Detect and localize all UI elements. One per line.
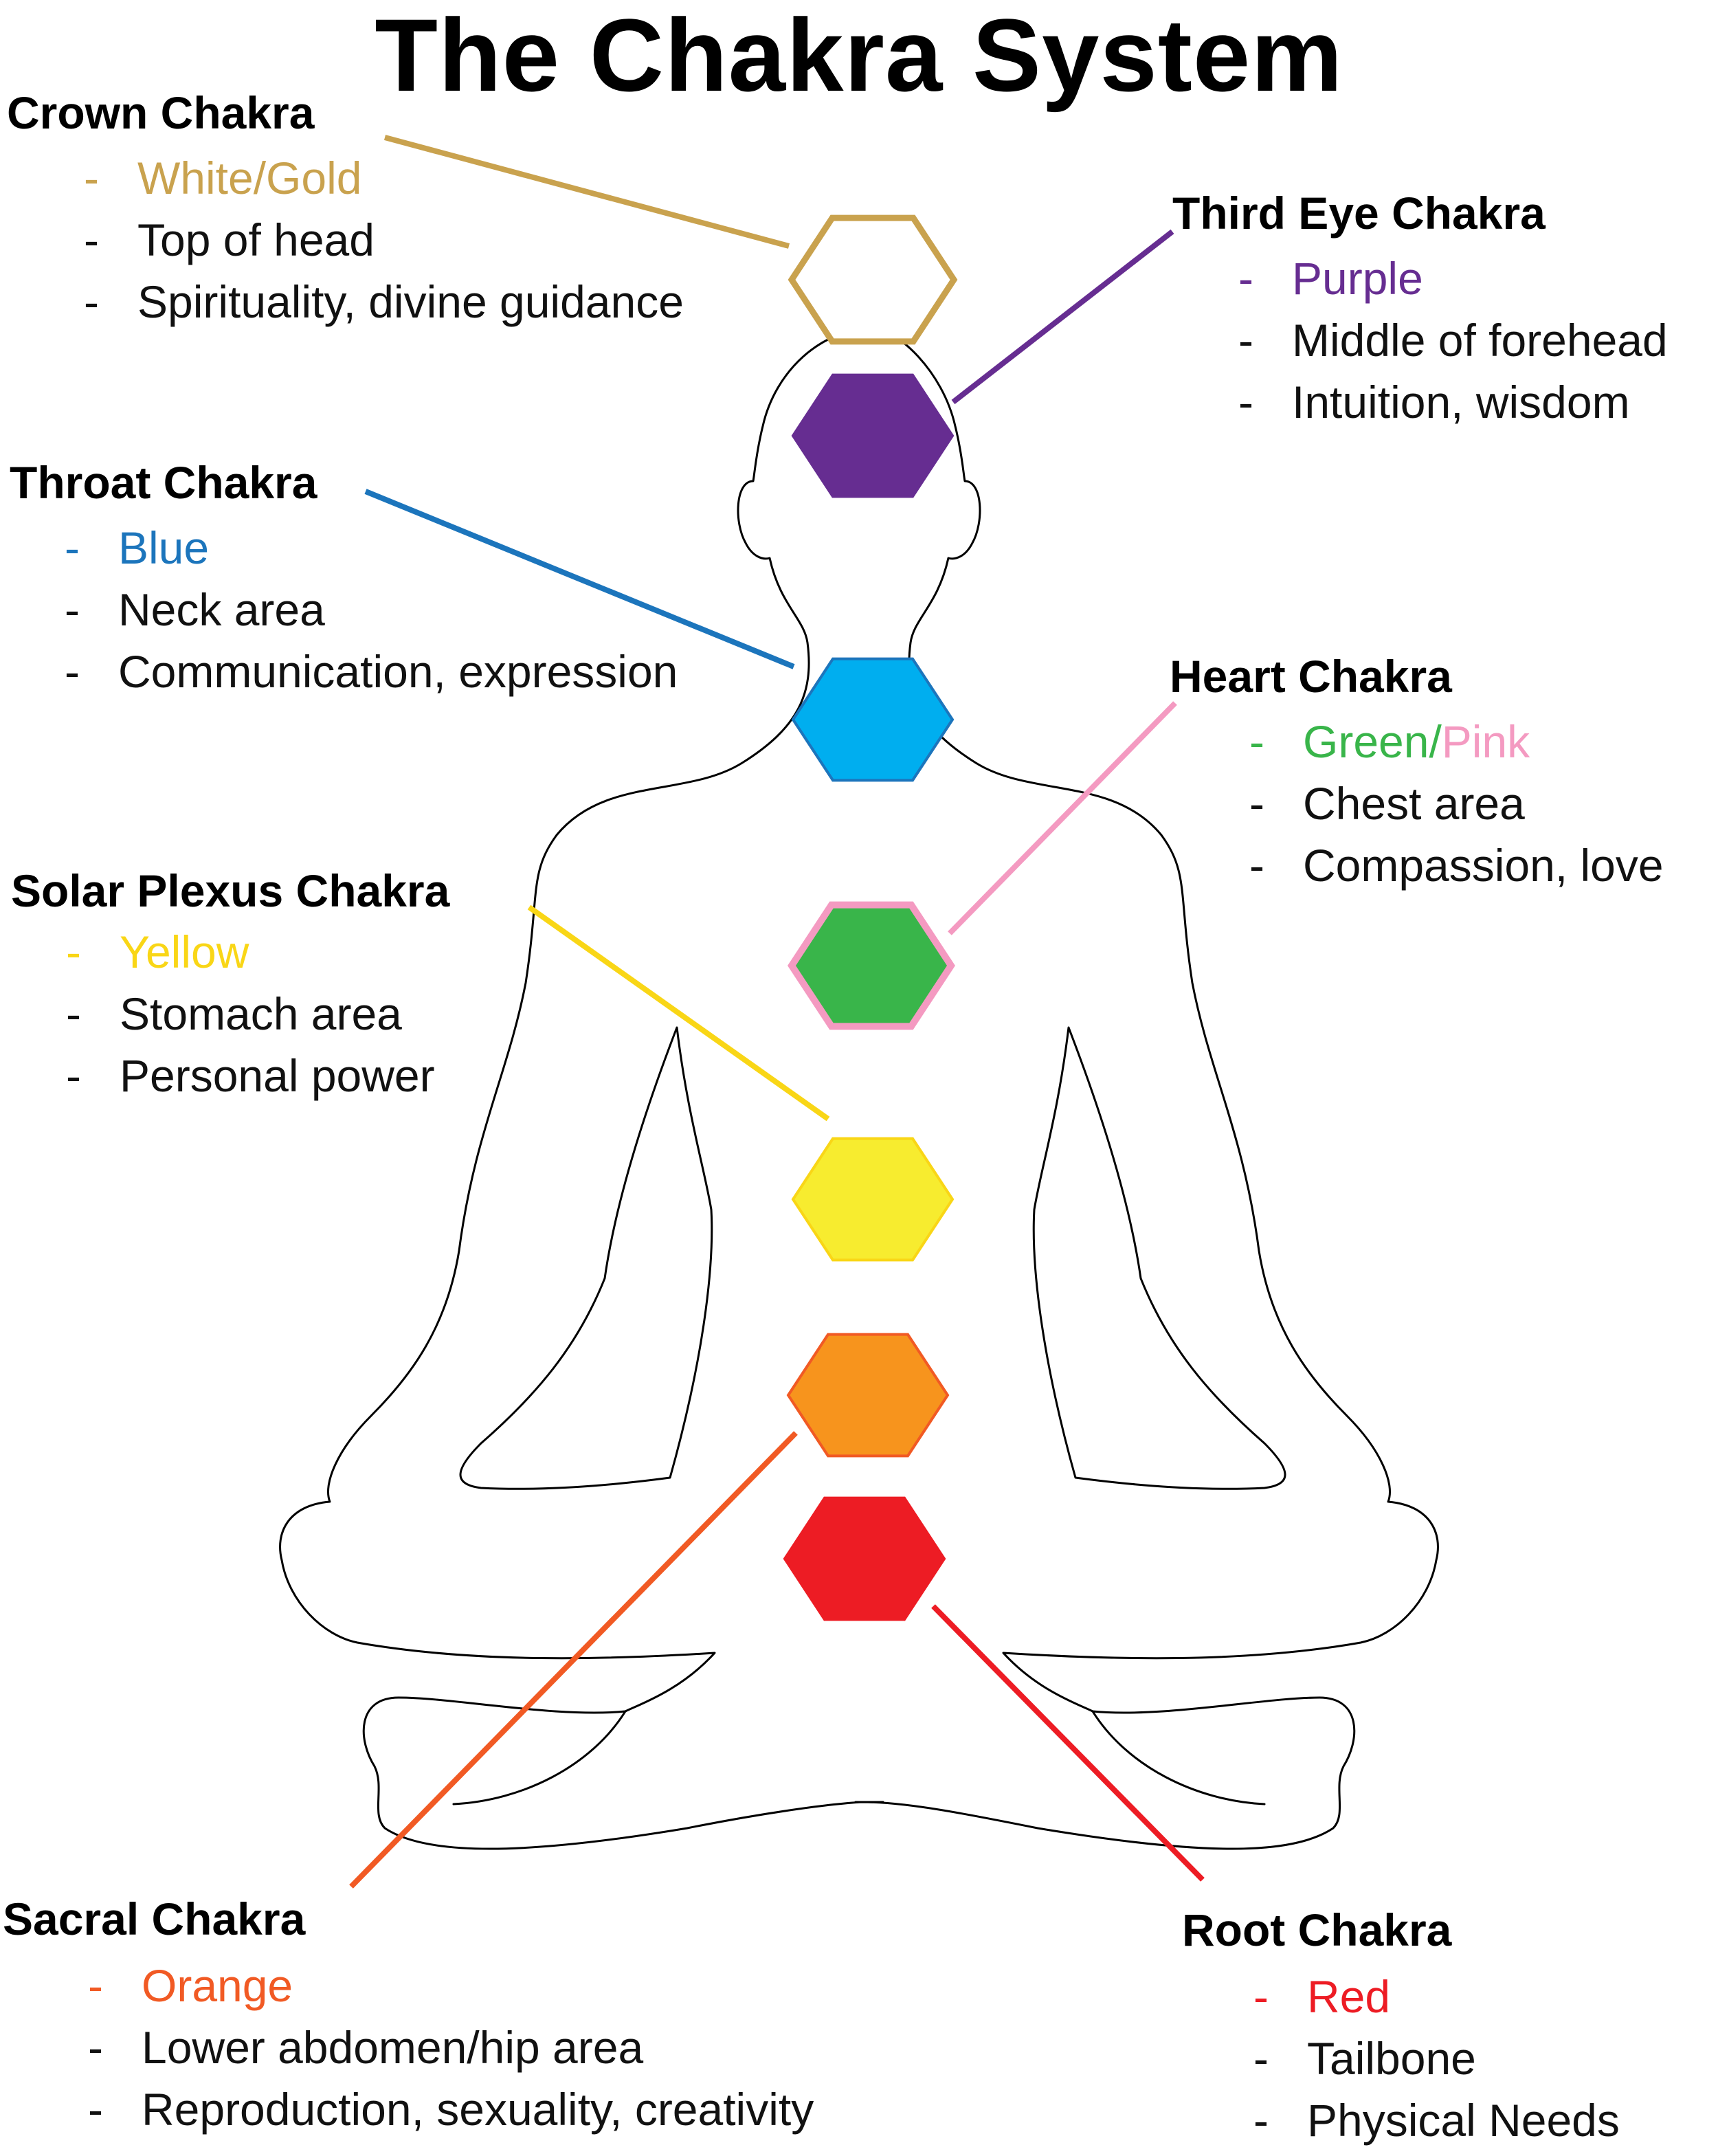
solar-plexus-leader-line (527, 904, 830, 1122)
sacral-theme-item: -Reproduction, sexuality, creativity (88, 2084, 814, 2135)
solar-plexus-theme-label: Personal power (120, 1050, 435, 1101)
throat-color-label: Blue (118, 522, 210, 573)
sacral-chakra-hexagon (786, 1333, 950, 1458)
third-eye-theme-label: Intuition, wisdom (1292, 377, 1630, 427)
third-eye-theme-item: -Intuition, wisdom (1238, 377, 1630, 427)
third-eye-chakra-block: Third Eye Chakra -Purple -Middle of fore… (1172, 187, 1668, 433)
heart-chakra-hexagon (788, 901, 955, 1030)
solar-plexus-chakra-hexagon (791, 1137, 955, 1262)
third-eye-location-label: Middle of forehead (1292, 315, 1668, 366)
heart-color-item: -Green/Pink (1249, 716, 1530, 767)
heart-theme-label: Compassion, love (1303, 840, 1664, 891)
sacral-chakra-block: Sacral Chakra -Orange -Lower abdomen/hip… (3, 1893, 814, 2140)
sacral-theme-label: Reproduction, sexuality, creativity (142, 2084, 814, 2135)
heart-theme-item: -Compassion, love (1249, 840, 1664, 891)
root-theme-item: -Physical Needs (1253, 2095, 1620, 2146)
heart-location-label: Chest area (1303, 778, 1525, 829)
sacral-chakra-name: Sacral Chakra (3, 1893, 306, 1944)
root-chakra-name: Root Chakra (1182, 1904, 1452, 1955)
third-eye-color-label: Purple (1292, 253, 1423, 304)
root-chakra-hexagon (783, 1496, 946, 1621)
heart-leader-line (948, 701, 1177, 935)
crown-theme-item: -Spirituality, divine guidance (84, 276, 684, 327)
sacral-color-item: -Orange (88, 1960, 293, 2011)
crown-chakra-name: Crown Chakra (7, 87, 315, 138)
right-leg-fold (1091, 1710, 1266, 1805)
heart-color-label-green: Green (1303, 716, 1429, 767)
third-eye-chakra-name: Third Eye Chakra (1172, 188, 1546, 238)
sacral-location-item: -Lower abdomen/hip area (88, 2022, 644, 2073)
root-chakra-block: Root Chakra -Red -Tailbone -Physical Nee… (1182, 1904, 1620, 2151)
crown-location-label: Top of head (137, 214, 375, 265)
throat-chakra-block: Throat Chakra -Blue -Neck area -Communic… (10, 456, 678, 702)
throat-location-label: Neck area (118, 584, 325, 635)
throat-theme-label: Communication, expression (118, 646, 678, 697)
crown-chakra-block: Crown Chakra -White/Gold -Top of head -S… (7, 87, 684, 333)
solar-plexus-location-item: -Stomach area (66, 988, 402, 1039)
root-location-item: -Tailbone (1253, 2033, 1476, 2084)
sacral-location-label: Lower abdomen/hip area (142, 2022, 644, 2073)
third-eye-color-item: -Purple (1238, 253, 1423, 304)
throat-chakra-name: Throat Chakra (10, 457, 317, 508)
solar-plexus-color-item: -Yellow (66, 926, 249, 977)
crown-leader-line (383, 135, 790, 249)
crown-color-item: -White/Gold (84, 153, 362, 203)
third-eye-chakra-hexagon (791, 373, 955, 498)
crown-color-label: White/Gold (137, 153, 362, 203)
crown-chakra-hexagon (788, 214, 958, 345)
heart-location-item: -Chest area (1249, 778, 1525, 829)
third-eye-location-item: -Middle of forehead (1238, 315, 1668, 366)
right-arm-inner (1032, 1026, 1286, 1490)
root-color-label: Red (1307, 1971, 1391, 2022)
sacral-leader-line (349, 1431, 798, 1889)
root-leader-line (931, 1604, 1205, 1882)
throat-location-item: -Neck area (65, 584, 325, 635)
sacral-color-label: Orange (142, 1960, 293, 2011)
page-title: The Chakra System (375, 0, 1343, 113)
solar-plexus-color-label: Yellow (120, 926, 249, 977)
throat-color-item: -Blue (65, 522, 210, 573)
root-theme-label: Physical Needs (1307, 2095, 1620, 2146)
heart-color-label-pink: Pink (1441, 716, 1530, 767)
heart-color-label-sep: / (1429, 716, 1442, 767)
crown-location-item: -Top of head (84, 214, 375, 265)
left-leg-fold (452, 1710, 627, 1805)
solar-plexus-theme-item: -Personal power (66, 1050, 435, 1101)
third-eye-leader-line (951, 229, 1174, 405)
solar-plexus-location-label: Stomach area (120, 988, 402, 1039)
solar-plexus-chakra-block: Solar Plexus Chakra -Yellow -Stomach are… (11, 865, 449, 1107)
left-arm-inner (459, 1026, 713, 1490)
throat-chakra-hexagon (791, 657, 955, 782)
root-color-item: -Red (1253, 1971, 1391, 2022)
throat-leader-line (364, 489, 795, 669)
root-location-label: Tailbone (1307, 2033, 1476, 2084)
heart-chakra-block: Heart Chakra -Green/Pink -Chest area -Co… (1170, 650, 1664, 896)
crown-theme-label: Spirituality, divine guidance (137, 276, 684, 327)
throat-theme-item: -Communication, expression (65, 646, 678, 697)
heart-chakra-name: Heart Chakra (1170, 651, 1452, 702)
solar-plexus-chakra-name: Solar Plexus Chakra (11, 865, 450, 916)
